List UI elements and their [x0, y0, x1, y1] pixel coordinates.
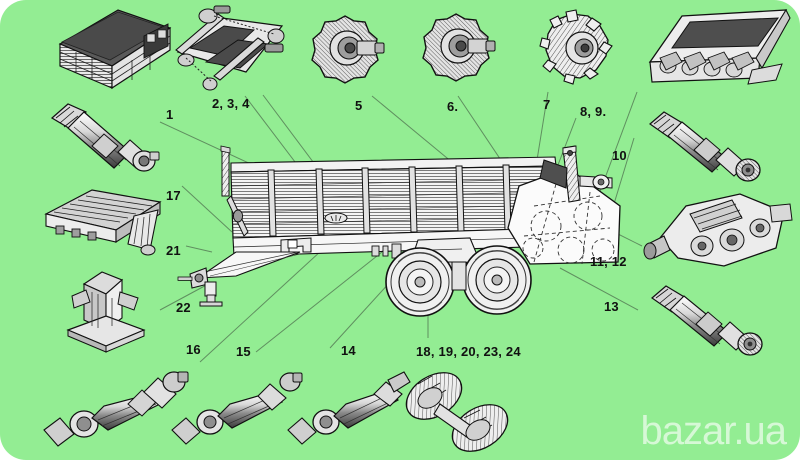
side-board-extension — [58, 9, 172, 90]
leader-17 — [181, 185, 233, 233]
callout-label-c6: 6. — [447, 99, 459, 114]
callout-label-c1112: 11, 12 — [590, 254, 627, 269]
callout-label-c7: 7 — [543, 97, 551, 112]
floor-conveyor-frame — [175, 5, 285, 91]
pto-shaft-right-lower — [651, 285, 763, 356]
pto-shaft-bottom-2 — [171, 372, 303, 445]
callout-label-c10: 10 — [612, 148, 627, 163]
callout-label-c89: 8, 9. — [580, 104, 607, 119]
callout-label-c16: 16 — [186, 342, 201, 357]
callout-label-c22: 22 — [176, 300, 191, 315]
gearbox-assembly — [643, 193, 793, 267]
support-jack-stand — [66, 271, 146, 353]
leader-21 — [185, 245, 213, 253]
spreader-auger-unit — [648, 8, 791, 85]
beater-sprocket-b — [422, 13, 496, 82]
pto-shaft-bottom-3 — [287, 371, 411, 445]
leader-22 — [159, 281, 213, 311]
pto-shaft-bottom-1 — [43, 371, 189, 447]
leader-16 — [199, 249, 323, 363]
pto-shaft-right-upper — [649, 111, 761, 182]
pto-drive-shaft-upper — [50, 103, 160, 172]
chain-conveyor-pair — [405, 372, 509, 452]
callout-label-c21: 21 — [166, 243, 181, 258]
callout-label-c18: 18, 19, 20, 23, 24 — [416, 344, 521, 359]
site-watermark: bazar.ua — [640, 409, 787, 453]
beater-sprocket-c — [539, 9, 613, 85]
conveyor-ramp-plate — [44, 189, 162, 256]
leader-13 — [559, 267, 639, 311]
callout-label-c5: 5 — [355, 98, 363, 113]
callout-label-c13: 13 — [604, 299, 619, 314]
leader-7 — [536, 91, 549, 161]
callout-label-c17: 17 — [166, 188, 181, 203]
callout-label-c14: 14 — [341, 343, 356, 358]
beater-sprocket-a — [311, 15, 385, 84]
leader-15 — [255, 251, 383, 353]
callout-label-c1: 1 — [166, 107, 174, 122]
callout-label-c15: 15 — [236, 344, 251, 359]
manure-spreader-trailer — [177, 145, 621, 317]
callout-label-c2: 2, 3, 4 — [212, 96, 250, 111]
